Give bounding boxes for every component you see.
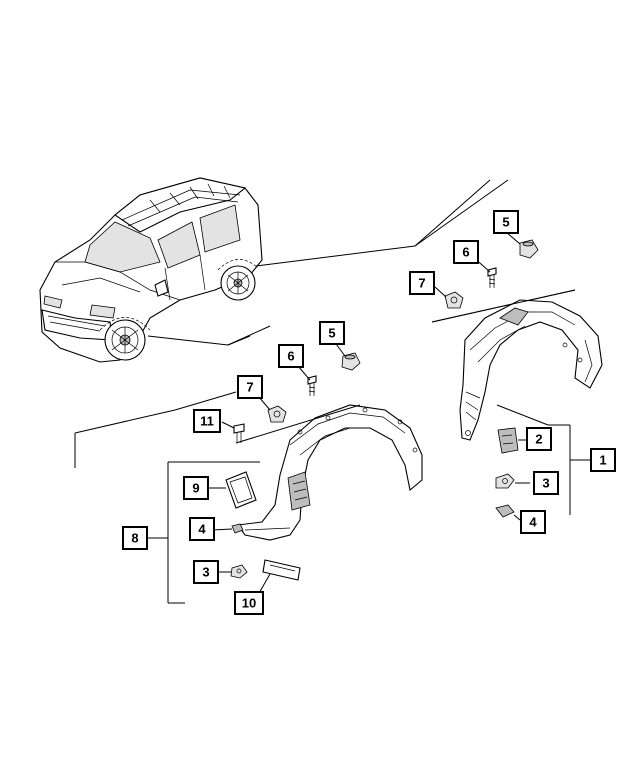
part-2-clip <box>497 427 527 454</box>
callout-label: 8 <box>131 531 138 546</box>
callout-3: 3 <box>533 471 559 495</box>
callout-label: 11 <box>200 414 214 429</box>
callout-label: 6 <box>287 349 294 364</box>
upper-fasteners <box>431 231 576 323</box>
part-4-clip-right <box>495 504 521 521</box>
callout-label: 5 <box>502 215 509 230</box>
callout-5: 5 <box>319 321 345 345</box>
callout-4: 4 <box>520 510 546 534</box>
callout-4: 4 <box>189 517 215 541</box>
callout-7: 7 <box>409 271 435 295</box>
callout-label: 9 <box>192 481 199 496</box>
callout-7: 7 <box>237 375 263 399</box>
bracket-item-8 <box>148 461 260 604</box>
part-10-seal-strip <box>257 559 301 596</box>
callout-1: 1 <box>590 448 616 472</box>
callout-label: 3 <box>202 565 209 580</box>
callout-label: 7 <box>418 276 425 291</box>
callout-label: 3 <box>542 476 549 491</box>
callout-8: 8 <box>122 526 148 550</box>
callout-label: 1 <box>599 453 606 468</box>
van-illustration <box>39 177 263 363</box>
callout-2: 2 <box>526 427 552 451</box>
callout-9: 9 <box>183 476 209 500</box>
callout-6: 6 <box>453 240 479 264</box>
part-3-nut-right <box>495 473 530 489</box>
callout-label: 2 <box>535 432 542 447</box>
callout-label: 5 <box>328 326 335 341</box>
callout-label: 6 <box>462 245 469 260</box>
front-wheelhouse-liner <box>237 404 423 541</box>
callout-3: 3 <box>193 560 219 584</box>
callout-label: 10 <box>242 596 256 611</box>
rear-wheelhouse-liner <box>459 299 603 441</box>
callout-label: 4 <box>529 515 537 530</box>
callout-10: 10 <box>234 591 264 615</box>
callout-label: 4 <box>198 522 206 537</box>
part-9-access-cover <box>208 471 257 509</box>
callout-5: 5 <box>493 210 519 234</box>
callout-label: 7 <box>246 380 253 395</box>
callout-6: 6 <box>278 344 304 368</box>
callout-11: 11 <box>193 409 221 433</box>
bracket-item-1 <box>496 404 590 515</box>
part-4-clip-left <box>211 523 244 534</box>
middle-fasteners <box>221 343 361 444</box>
part-3-nut-left <box>215 564 248 579</box>
